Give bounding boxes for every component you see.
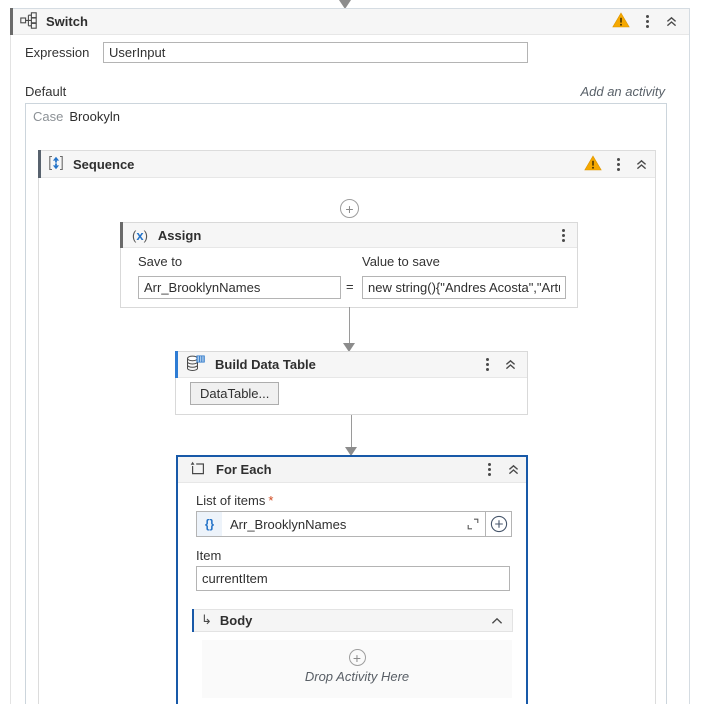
build-data-table-collapse-button[interactable] xyxy=(504,358,517,371)
item-input[interactable] xyxy=(196,566,510,591)
incoming-connector-arrow xyxy=(339,0,351,9)
case-label: Case xyxy=(33,109,64,124)
drop-activity-area[interactable]: + Drop Activity Here xyxy=(202,640,512,698)
body-arrow-icon: ↳ xyxy=(201,613,212,628)
assign-activity-card: (x) Assign Save to Value to save = xyxy=(120,222,578,308)
expression-label: Expression xyxy=(25,44,90,60)
connector-line xyxy=(351,415,352,448)
add-variable-plus-button[interactable] xyxy=(485,512,511,536)
sequence-title: Sequence xyxy=(73,156,135,172)
equals-sign: = xyxy=(346,279,354,294)
switch-title: Switch xyxy=(46,14,88,29)
build-data-table-menu-button[interactable] xyxy=(482,356,493,373)
for-each-collapse-button[interactable] xyxy=(507,463,520,476)
warning-icon[interactable] xyxy=(612,12,630,31)
body-title: Body xyxy=(219,613,253,628)
switch-icon xyxy=(20,11,37,32)
sequence-collapse-button[interactable] xyxy=(635,158,648,171)
list-of-items-input[interactable]: {} Arr_BrooklynNames xyxy=(196,511,512,537)
database-table-icon xyxy=(186,355,205,375)
save-to-label: Save to xyxy=(138,254,183,269)
connector-line xyxy=(349,307,350,344)
build-data-table-header[interactable]: Build Data Table xyxy=(175,351,527,378)
for-each-loop-icon xyxy=(190,461,206,479)
drop-plus-icon: + xyxy=(348,649,366,666)
connector-arrow xyxy=(343,343,355,352)
connector-arrow xyxy=(345,447,357,456)
assign-header[interactable]: (x) Assign xyxy=(120,222,577,248)
required-asterisk: * xyxy=(268,493,274,508)
build-data-table-activity-card: Build Data Table DataTable... xyxy=(175,351,528,415)
braces-icon: {} xyxy=(197,512,222,536)
warning-icon[interactable] xyxy=(584,154,602,174)
list-of-items-value[interactable]: Arr_BrooklynNames xyxy=(230,516,347,532)
open-expression-editor-icon[interactable] xyxy=(461,512,485,536)
item-label: Item xyxy=(196,548,222,563)
for-each-header[interactable]: For Each xyxy=(178,457,526,483)
case-value[interactable]: Brookyln xyxy=(69,109,120,124)
list-of-items-label: List of items* xyxy=(196,493,274,508)
drop-activity-hint: Drop Activity Here xyxy=(304,669,410,684)
expression-input[interactable] xyxy=(103,41,528,63)
sequence-icon xyxy=(48,155,64,174)
for-each-activity-card: For Each List of items* {} Arr_BrooklynN… xyxy=(176,455,528,704)
assign-title: Assign xyxy=(157,227,202,243)
body-collapse-button[interactable] xyxy=(491,617,503,625)
default-label: Default xyxy=(25,84,67,99)
switch-collapse-button[interactable] xyxy=(665,15,678,28)
assign-icon: (x) xyxy=(132,227,148,243)
body-section-header[interactable]: ↳ Body xyxy=(192,609,513,632)
switch-header[interactable]: Switch xyxy=(10,8,689,35)
value-to-save-input[interactable] xyxy=(362,276,566,299)
datatable-button[interactable]: DataTable... xyxy=(190,382,280,405)
body-accent-bar xyxy=(192,609,194,632)
switch-accent-bar xyxy=(10,8,13,35)
sequence-menu-button[interactable] xyxy=(613,156,624,173)
build-data-table-title: Build Data Table xyxy=(215,357,316,372)
value-to-save-label: Value to save xyxy=(362,254,440,269)
sequence-accent-bar xyxy=(38,150,41,178)
assign-menu-button[interactable] xyxy=(558,227,569,244)
for-each-title: For Each xyxy=(216,462,272,477)
sequence-header[interactable]: Sequence xyxy=(38,150,655,178)
add-activity-link[interactable]: Add an activity xyxy=(580,84,665,99)
add-activity-plus-button[interactable]: + xyxy=(340,199,359,218)
assign-accent-bar xyxy=(120,222,123,248)
save-to-input[interactable] xyxy=(138,276,341,299)
switch-menu-button[interactable] xyxy=(642,13,653,30)
build-data-table-accent-bar xyxy=(175,351,178,378)
for-each-menu-button[interactable] xyxy=(484,461,495,478)
